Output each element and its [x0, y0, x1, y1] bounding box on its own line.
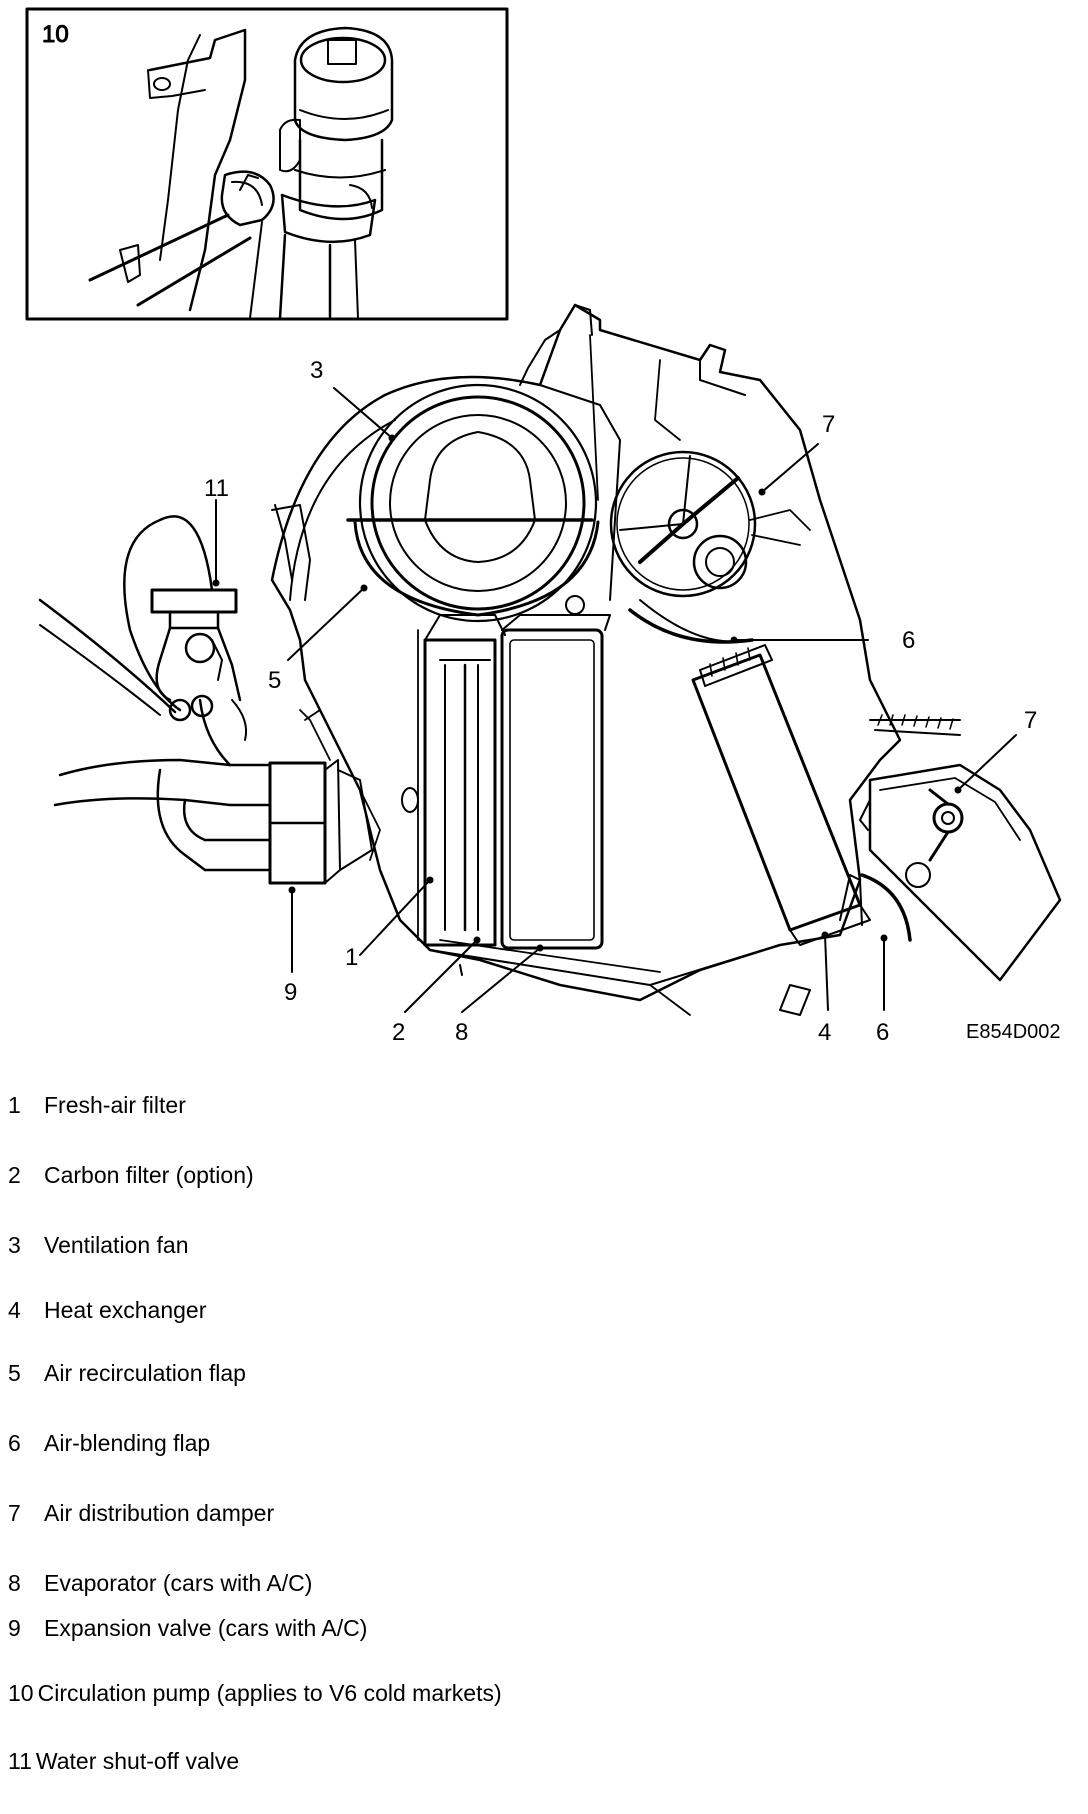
legend-item-5: 5 Air recirculation flap: [8, 1360, 246, 1387]
legend-item-3: 3 Ventilation fan: [8, 1232, 189, 1259]
legend-text: Air-blending flap: [44, 1430, 211, 1456]
ventilation-fan: [346, 383, 600, 623]
legend-text: Heat exchanger: [44, 1297, 207, 1323]
leader-lines: [215, 387, 1017, 1013]
callout-11: 11: [204, 475, 229, 502]
legend-item-9: 9 Expansion valve (cars with A/C): [8, 1615, 367, 1642]
air-distribution-damper-upper: [609, 450, 811, 643]
callout-2: 2: [392, 1019, 405, 1046]
callout-6-upper: 6: [902, 627, 915, 654]
callout-7-upper: 7: [822, 411, 835, 438]
heater-unit-diagram: 10: [25, 7, 1062, 1046]
water-shut-off-valve: [38, 515, 248, 741]
legend-number: 1: [8, 1092, 21, 1118]
legend-text: Ventilation fan: [44, 1232, 189, 1258]
callout-7-lower: 7: [1024, 707, 1037, 734]
fresh-air-filter: [417, 614, 506, 947]
legend-number: 7: [8, 1500, 21, 1526]
callout-4: 4: [818, 1019, 831, 1046]
legend-text: Carbon filter (option): [44, 1162, 254, 1188]
heat-exchanger: [691, 644, 871, 946]
legend-item-1: 1 Fresh-air filter: [8, 1092, 186, 1119]
legend-item-8: 8 Evaporator (cars with A/C): [8, 1570, 312, 1597]
legend-item-4: 4 Heat exchanger: [8, 1297, 206, 1324]
legend-text: Fresh-air filter: [44, 1092, 186, 1118]
evaporator: [500, 595, 611, 950]
legend-item-7: 7 Air distribution damper: [8, 1500, 274, 1527]
inset-label: 10: [42, 21, 69, 48]
inset-circulation-pump: [25, 7, 509, 321]
legend-text: Water shut-off valve: [35, 1748, 240, 1774]
callout-6-lower: 6: [876, 1019, 889, 1046]
legend-text: Expansion valve (cars with A/C): [44, 1615, 368, 1641]
legend-text: Circulation pump (applies to V6 cold mar…: [37, 1680, 502, 1706]
expansion-valve: [268, 709, 381, 885]
legend-number: 5: [8, 1360, 21, 1386]
legend-number: 8: [8, 1570, 21, 1596]
legend-text: Air distribution damper: [44, 1500, 275, 1526]
callout-1: 1: [345, 944, 358, 971]
legend-text: Evaporator (cars with A/C): [44, 1570, 313, 1596]
legend-number: 2: [8, 1162, 21, 1188]
callout-9: 9: [284, 979, 297, 1006]
legend-number: 4: [8, 1297, 21, 1323]
legend-number: 11: [8, 1748, 32, 1774]
leader-dots: [212, 434, 962, 952]
legend-number: 6: [8, 1430, 21, 1456]
legend-item-6: 6 Air-blending flap: [8, 1430, 210, 1457]
legend-number: 10: [8, 1680, 34, 1706]
callout-5: 5: [268, 667, 281, 694]
figure-code: E854D002: [966, 1021, 1061, 1043]
heater-housing: [270, 303, 1062, 1016]
legend-number: 9: [8, 1615, 21, 1641]
legend-number: 3: [8, 1232, 21, 1258]
air-blending-flap-lower: [860, 873, 912, 942]
legend-item-2: 2 Carbon filter (option): [8, 1162, 254, 1189]
callout-3: 3: [310, 357, 323, 384]
callout-8: 8: [455, 1019, 468, 1046]
legend-text: Air recirculation flap: [44, 1360, 246, 1386]
refrigerant-hoses: [53, 698, 272, 872]
